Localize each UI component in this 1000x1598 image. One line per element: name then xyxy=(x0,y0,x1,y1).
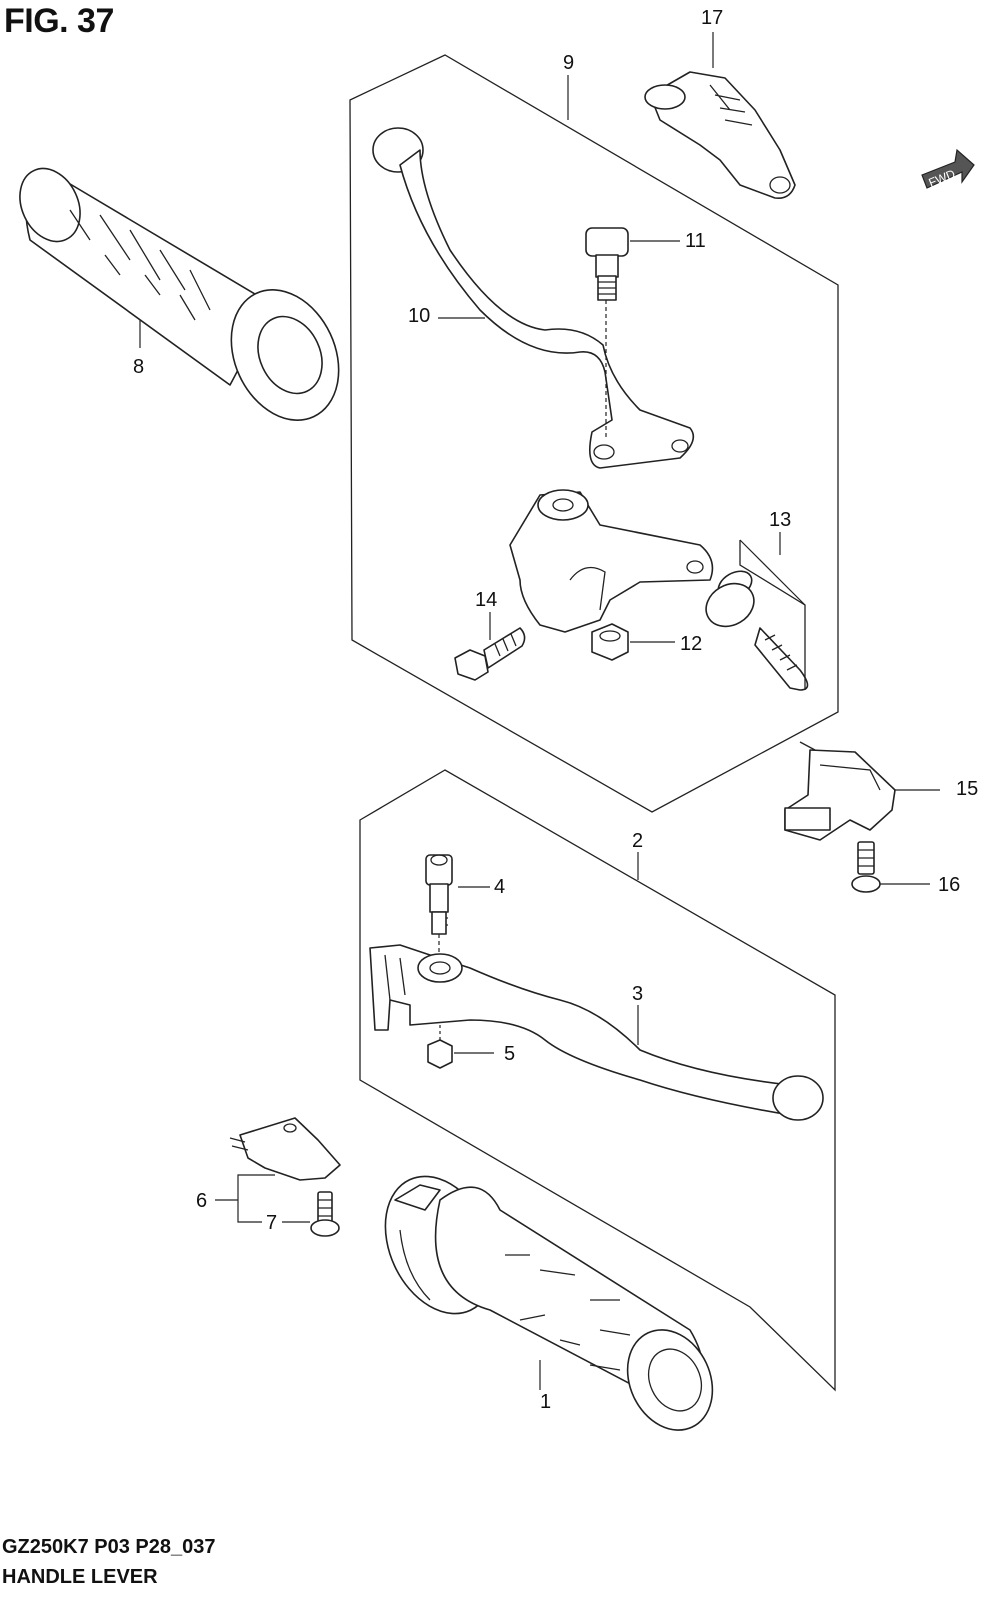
clutch-lever-part-10 xyxy=(372,127,695,469)
callout-1: 1 xyxy=(540,1391,551,1413)
clutch-perch-bracket xyxy=(509,489,714,633)
nut-part-5 xyxy=(427,1025,453,1069)
switch-part-15 xyxy=(784,741,896,841)
callout-10: 10 xyxy=(408,305,430,327)
throttle-grip-part-1 xyxy=(384,1175,714,1431)
pivot-bolt-part-11 xyxy=(585,227,629,440)
callout-4: 4 xyxy=(494,876,505,898)
leader-lines xyxy=(139,32,940,1390)
forward-badge-text: FWD xyxy=(927,167,958,190)
callout-15: 15 xyxy=(956,778,978,800)
pivot-bolt-part-4 xyxy=(425,854,453,960)
callout-16: 16 xyxy=(938,874,960,896)
figure-title: FIG. 37 xyxy=(4,2,114,40)
screw-part-7 xyxy=(310,1191,340,1237)
figure-code: GZ250K7 P03 P28_037 xyxy=(2,1536,216,1558)
callout-5: 5 xyxy=(504,1043,515,1065)
bolt-part-14 xyxy=(454,627,526,681)
callout-13: 13 xyxy=(769,509,791,531)
callout-3: 3 xyxy=(632,983,643,1005)
screw-part-16 xyxy=(851,841,881,893)
callout-9: 9 xyxy=(563,52,574,74)
forward-direction-badge: FWD xyxy=(921,148,975,190)
figure-name: HANDLE LEVER xyxy=(2,1566,158,1588)
brake-lever-part-3 xyxy=(369,944,824,1121)
grip-left-part-8 xyxy=(19,167,340,421)
assembly-frame-2 xyxy=(359,769,836,1392)
callout-17: 17 xyxy=(701,7,723,29)
switch-part-6 xyxy=(229,1117,341,1181)
callout-2: 2 xyxy=(632,830,643,852)
callout-12: 12 xyxy=(680,633,702,655)
callout-7: 7 xyxy=(266,1212,277,1234)
switch-part-17 xyxy=(644,71,796,200)
callout-labels: 1 2 3 4 5 6 7 8 9 10 11 12 13 14 15 16 1… xyxy=(133,7,978,1413)
callout-8: 8 xyxy=(133,356,144,378)
callout-11: 11 xyxy=(685,230,706,252)
callout-6: 6 xyxy=(196,1190,207,1212)
nut-part-12 xyxy=(591,623,629,661)
assembly-frame-9 xyxy=(349,54,839,813)
adjuster-set-part-13 xyxy=(705,539,809,691)
callout-14: 14 xyxy=(475,589,497,611)
